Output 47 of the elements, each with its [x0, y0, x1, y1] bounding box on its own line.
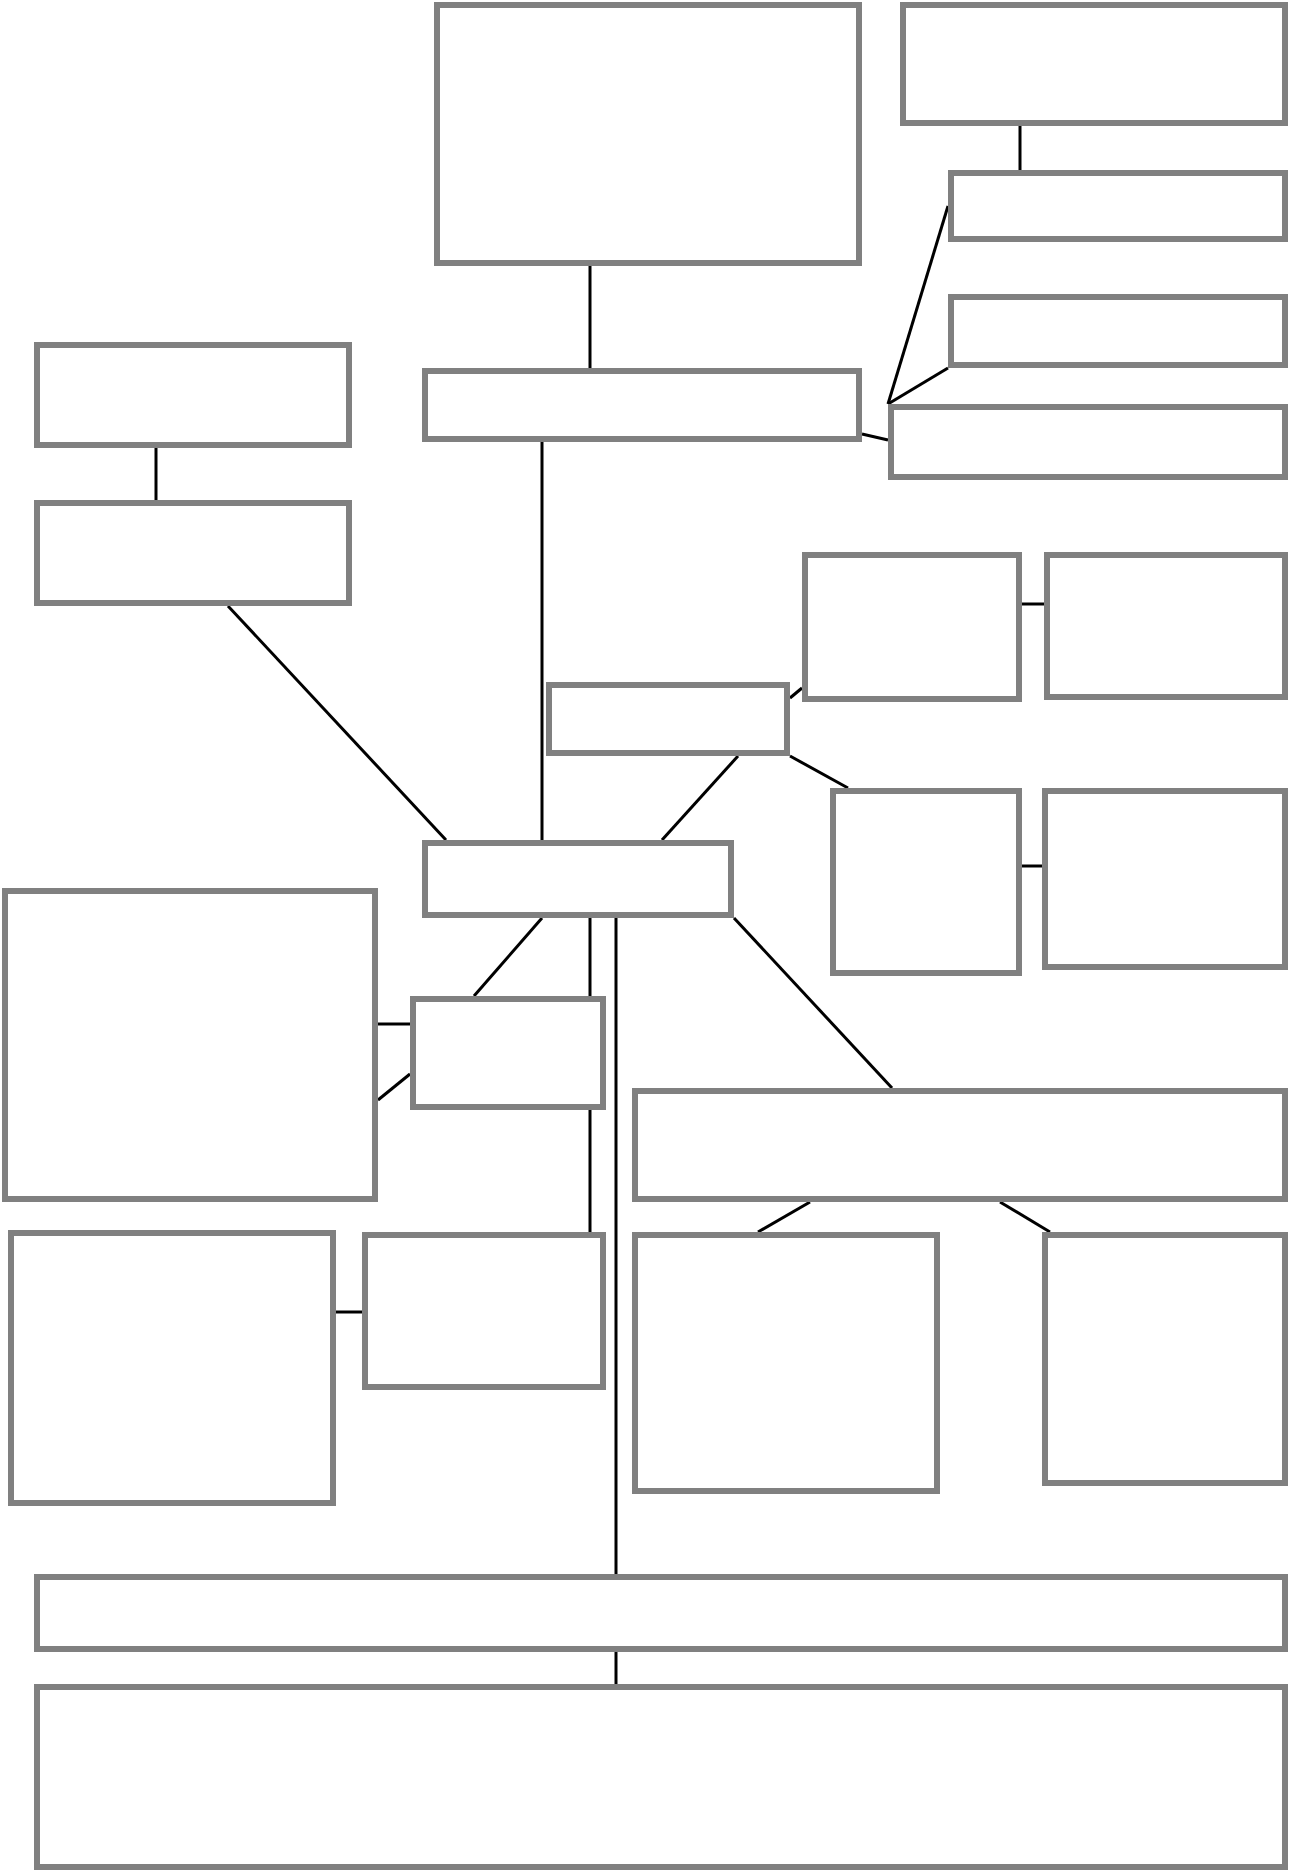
blank-box: [2, 888, 378, 1202]
connector-line: [226, 604, 448, 842]
blank-box: [422, 840, 734, 918]
connector-line: [999, 1200, 1051, 1234]
connector-line: [154, 448, 158, 500]
connector-line: [377, 1072, 411, 1102]
connector-line: [472, 917, 544, 997]
blank-box: [632, 1088, 1288, 1202]
connector-line: [614, 1652, 618, 1684]
connector-line: [757, 1200, 811, 1234]
blank-box: [830, 788, 1022, 976]
blank-box: [34, 1684, 1288, 1870]
blank-box: [8, 1230, 336, 1506]
connector-line: [886, 205, 950, 405]
blank-box: [422, 368, 862, 442]
blank-box: [802, 552, 1022, 702]
blank-box: [410, 996, 606, 1110]
blank-box: [632, 1232, 940, 1494]
blank-box: [948, 294, 1288, 368]
connector-line: [789, 686, 803, 700]
blank-box: [34, 1574, 1288, 1652]
blank-box: [1044, 552, 1288, 700]
connector-line: [1022, 864, 1042, 868]
blank-box: [362, 1232, 606, 1390]
blank-box: [34, 342, 352, 448]
connector-line: [588, 918, 592, 996]
connector-line: [1022, 602, 1044, 606]
connector-line: [861, 432, 889, 442]
connector-line: [540, 442, 544, 840]
connector-line: [732, 916, 894, 1090]
blank-box: [900, 2, 1288, 126]
blank-box: [34, 500, 352, 606]
blank-box: [888, 404, 1288, 480]
connector-line: [588, 1110, 592, 1232]
connector-line: [614, 918, 618, 1574]
blank-box: [948, 170, 1288, 242]
connector-line: [887, 366, 949, 406]
blank-box: [546, 682, 790, 756]
connector-line: [789, 754, 849, 790]
connector-line: [588, 266, 592, 368]
connector-line: [378, 1022, 410, 1026]
blank-box: [1042, 1232, 1288, 1486]
connector-line: [1018, 126, 1022, 170]
blank-box: [434, 2, 862, 266]
connector-line: [336, 1310, 362, 1314]
blank-box: [1042, 788, 1288, 970]
connector-line: [660, 755, 740, 841]
